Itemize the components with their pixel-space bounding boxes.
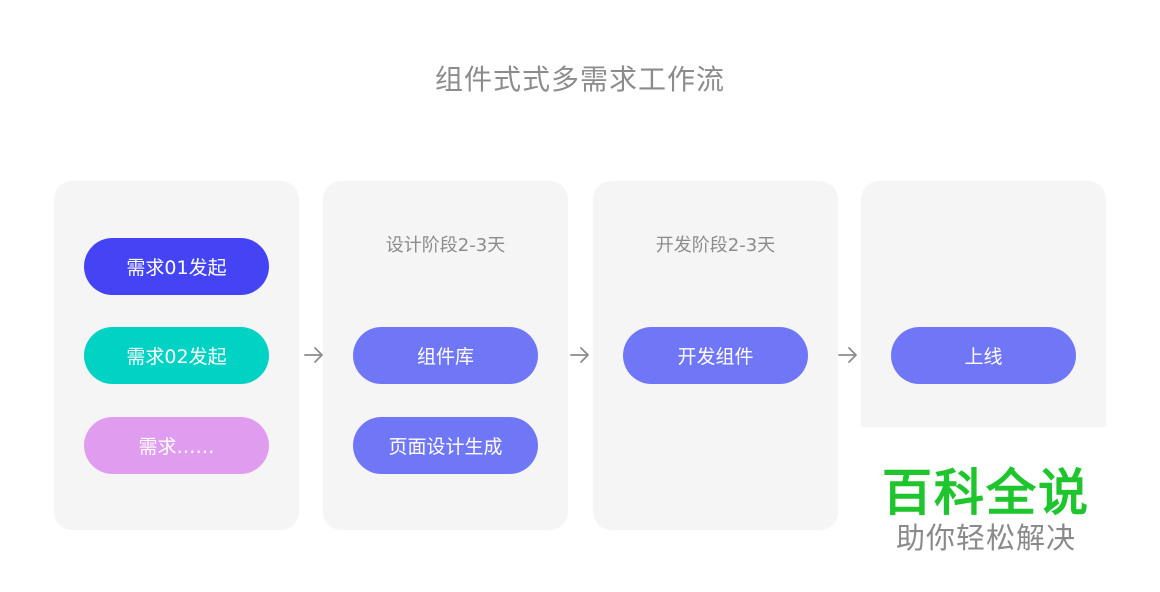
watermark-slogan: 助你轻松解决 xyxy=(895,521,1076,555)
request-more-pill: 需求…… xyxy=(84,417,269,474)
watermark-brand: 百科全说 xyxy=(882,464,1090,522)
arrow-right-icon xyxy=(838,347,857,363)
request-02-pill: 需求02发起 xyxy=(84,327,269,384)
launch-pill: 上线 xyxy=(891,327,1076,384)
stage-card-design: 设计阶段2-3天 组件库 页面设计生成 xyxy=(323,181,568,530)
watermark: 百科全说 助你轻松解决 xyxy=(861,427,1111,567)
page-design-pill: 页面设计生成 xyxy=(353,417,538,474)
stage-label-development: 开发阶段2-3天 xyxy=(655,235,776,256)
diagram-title: 组件式式多需求工作流 xyxy=(434,63,725,96)
develop-component-pill: 开发组件 xyxy=(623,327,808,384)
arrow-right-icon xyxy=(570,347,589,363)
component-library-pill: 组件库 xyxy=(353,327,538,384)
stage-label-design: 设计阶段2-3天 xyxy=(385,235,506,256)
request-01-pill: 需求01发起 xyxy=(84,238,269,295)
stage-card-requests: 需求01发起 需求02发起 需求…… xyxy=(54,181,299,530)
arrow-right-icon xyxy=(304,347,323,363)
stage-card-development: 开发阶段2-3天 开发组件 xyxy=(593,181,838,530)
